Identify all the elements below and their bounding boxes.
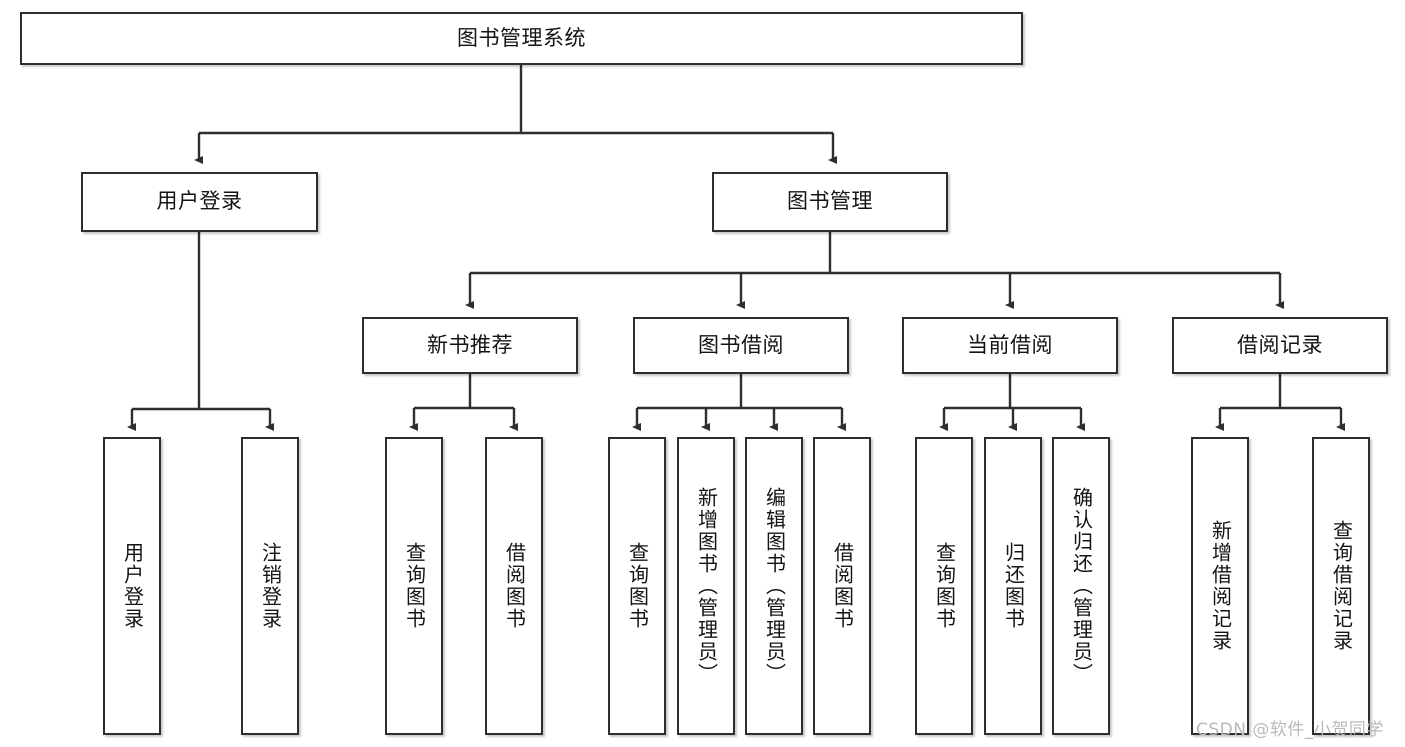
leaf-node-label: 归还图书 <box>1001 542 1026 630</box>
node-book-management[interactable]: 图书管理 <box>712 172 948 232</box>
leaf-node[interactable]: 查询图书 <box>385 437 443 735</box>
node-user-login-label: 用户登录 <box>156 189 243 214</box>
node-user-login[interactable]: 用户登录 <box>81 172 318 232</box>
leaf-node[interactable]: 查询图书 <box>608 437 666 735</box>
leaf-node-label: 查询图书 <box>625 542 650 630</box>
node-current-borrow-label: 当前借阅 <box>967 332 1053 357</box>
leaf-node[interactable]: 归还图书 <box>984 437 1042 735</box>
leaf-node[interactable]: 新增图书（管理员） <box>677 437 735 735</box>
leaf-node[interactable]: 查询借阅记录 <box>1312 437 1370 735</box>
leaf-node-label: 新增借阅记录 <box>1208 520 1233 652</box>
leaf-node[interactable]: 新增借阅记录 <box>1191 437 1249 735</box>
leaf-node[interactable]: 借阅图书 <box>485 437 543 735</box>
node-new-book-recommend[interactable]: 新书推荐 <box>362 317 578 374</box>
node-root-label: 图书管理系统 <box>457 25 586 50</box>
leaf-node-label: 借阅图书 <box>502 542 527 630</box>
leaf-node-label: 编辑图书（管理员） <box>762 487 787 685</box>
leaf-node[interactable]: 注销登录 <box>241 437 299 735</box>
leaf-node[interactable]: 借阅图书 <box>813 437 871 735</box>
leaf-node-label: 借阅图书 <box>830 542 855 630</box>
leaf-node-label: 确认归还（管理员） <box>1069 487 1094 685</box>
leaf-node-label: 用户登录 <box>120 542 145 630</box>
leaf-node-label: 注销登录 <box>258 542 283 630</box>
node-book-borrow[interactable]: 图书借阅 <box>633 317 849 374</box>
leaf-node-label: 查询图书 <box>402 542 427 630</box>
node-book-management-label: 图书管理 <box>787 189 873 214</box>
leaf-node[interactable]: 编辑图书（管理员） <box>745 437 803 735</box>
node-book-borrow-label: 图书借阅 <box>698 332 784 357</box>
leaf-node-label: 查询图书 <box>932 542 957 630</box>
leaf-node-label: 新增图书（管理员） <box>694 487 719 685</box>
node-root-system[interactable]: 图书管理系统 <box>20 12 1023 65</box>
leaf-node[interactable]: 确认归还（管理员） <box>1052 437 1110 735</box>
leaf-node-label: 查询借阅记录 <box>1329 520 1354 652</box>
leaf-node[interactable]: 查询图书 <box>915 437 973 735</box>
node-borrow-records-label: 借阅记录 <box>1237 332 1323 357</box>
node-borrow-records[interactable]: 借阅记录 <box>1172 317 1388 374</box>
csdn-watermark: CSDN @软件_小贺同学 <box>1196 720 1384 740</box>
node-current-borrow[interactable]: 当前借阅 <box>902 317 1118 374</box>
node-new-book-recommend-label: 新书推荐 <box>427 332 513 357</box>
leaf-node[interactable]: 用户登录 <box>103 437 161 735</box>
